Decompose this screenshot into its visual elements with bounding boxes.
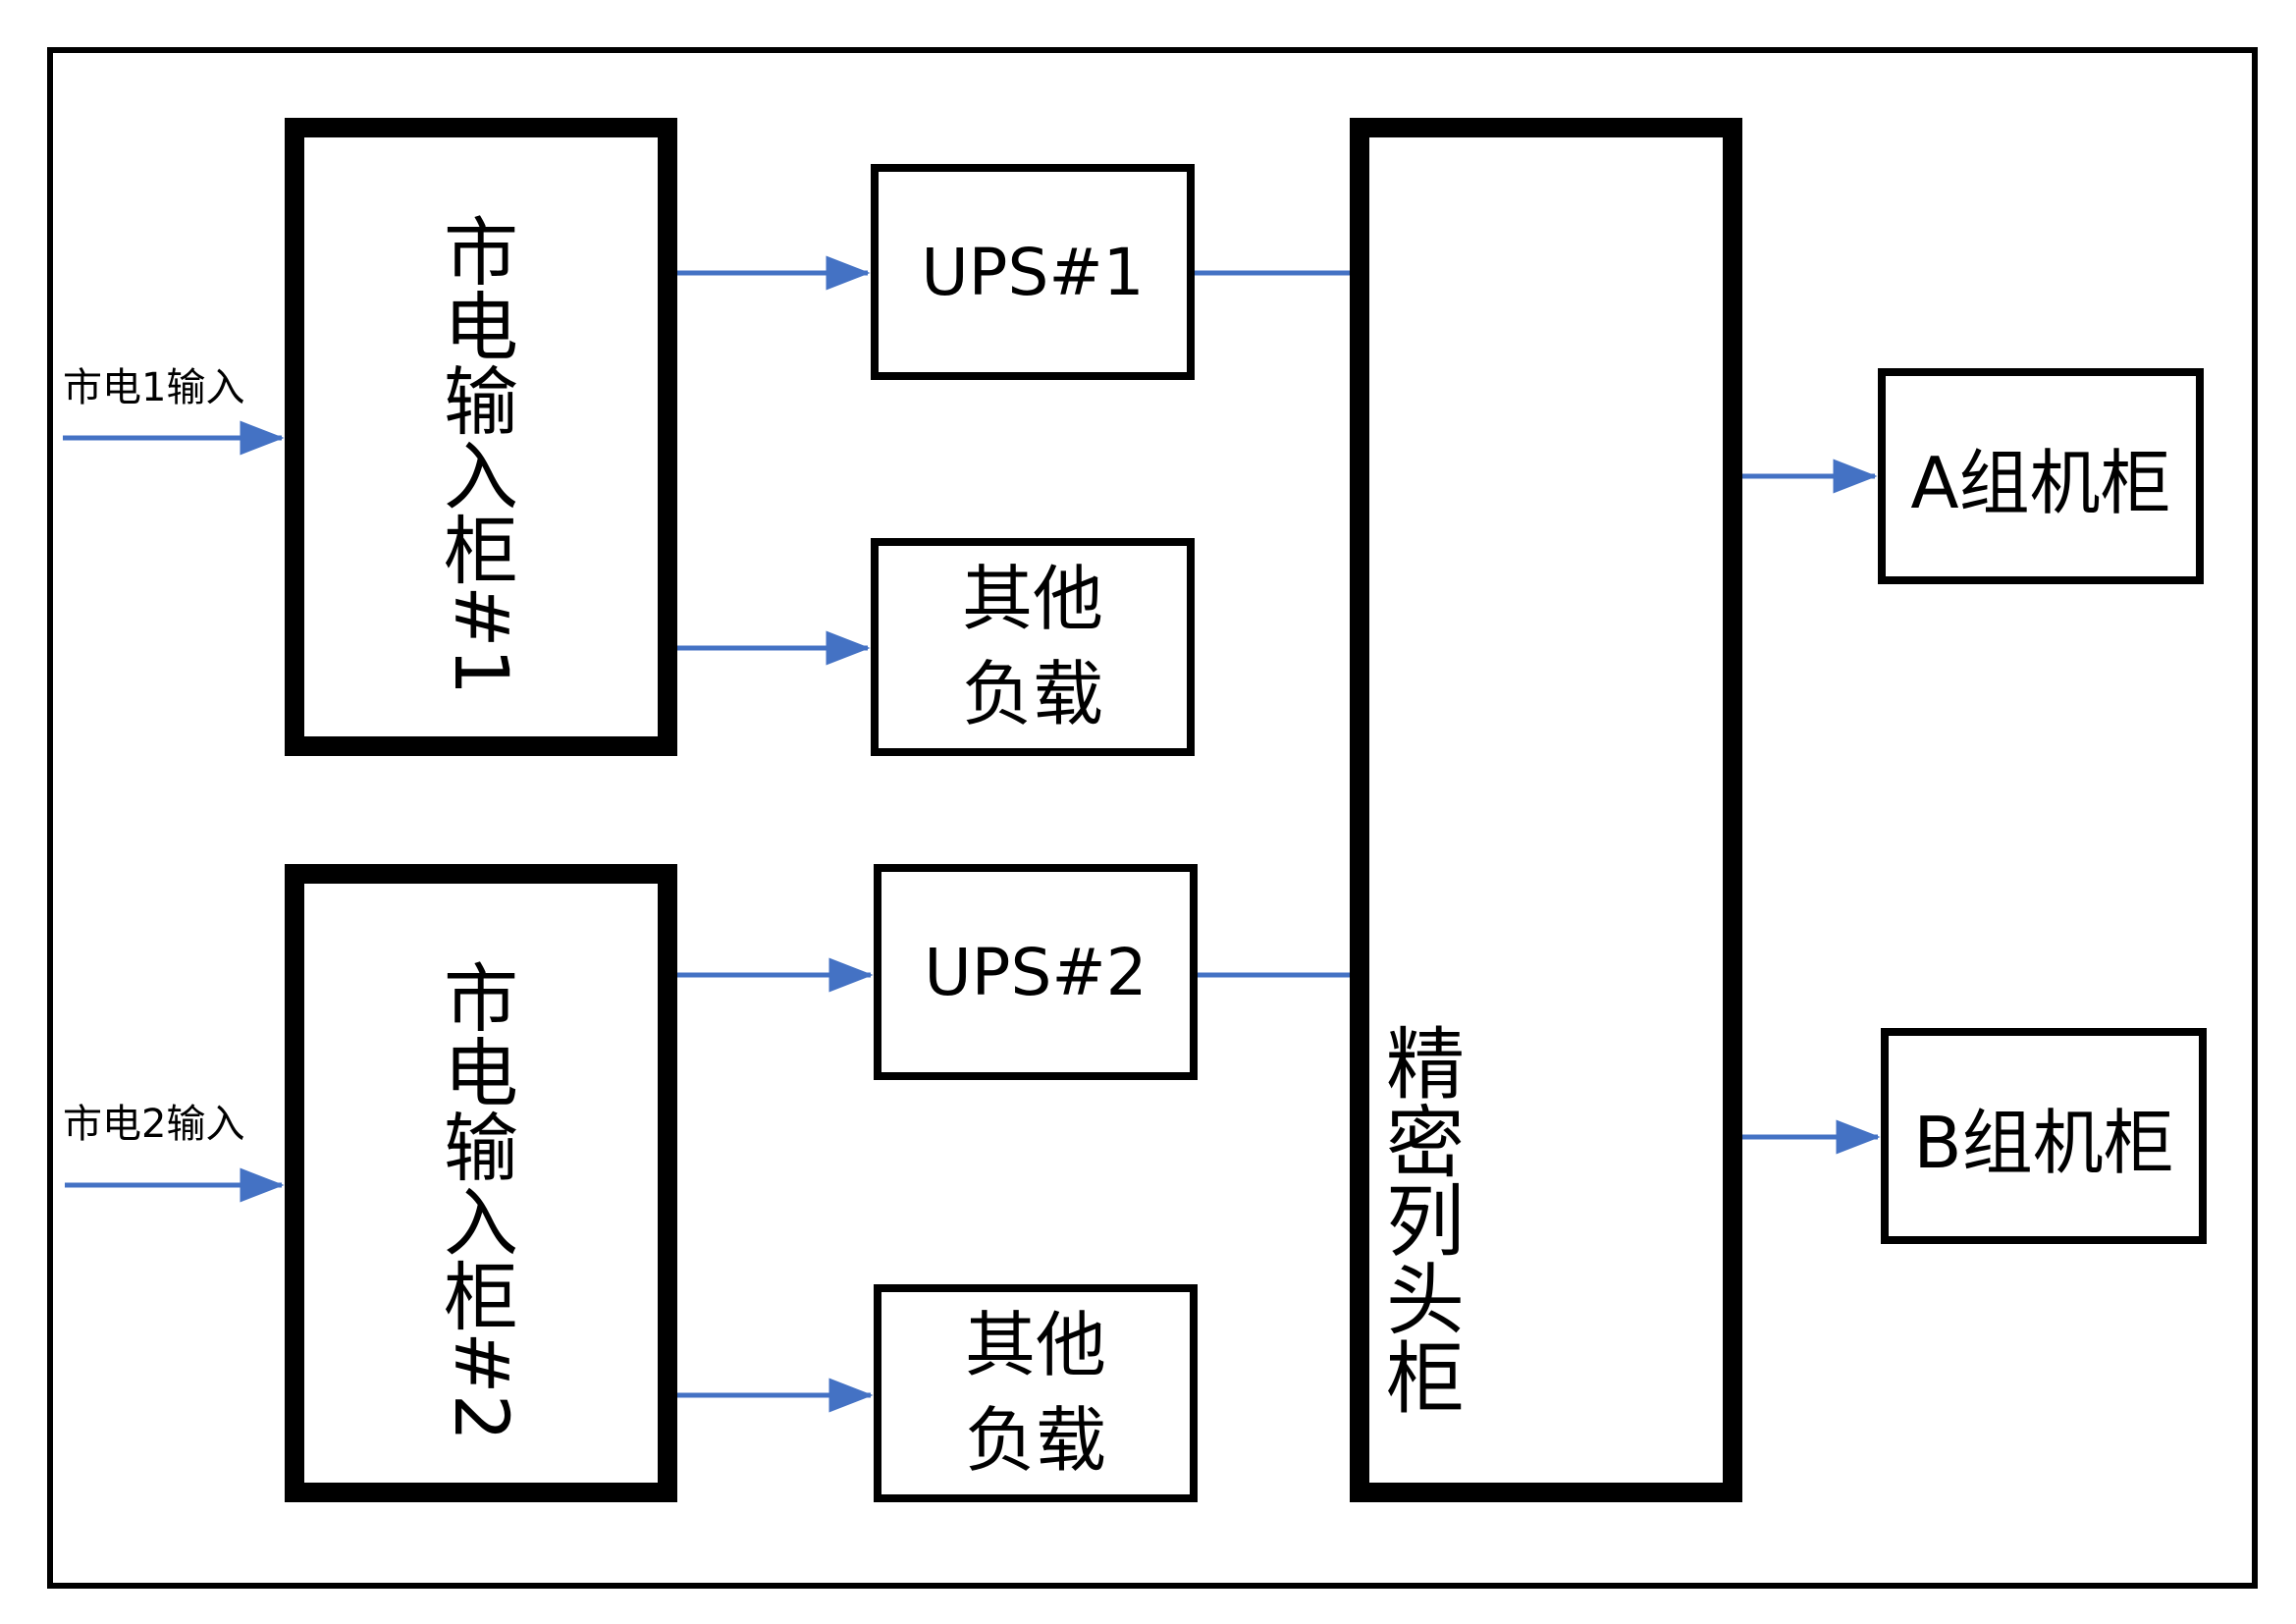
group-a-cabinet-box: A组机柜 — [1878, 368, 2204, 584]
cabinet-1-char: 电 — [444, 284, 518, 371]
ups-2-label: UPS#2 — [924, 934, 1148, 1010]
cabinet-1-char: 入 — [444, 433, 518, 520]
other-load-1-label: 其他 负载 — [879, 546, 1187, 748]
cabinet-1-char: 输 — [444, 358, 518, 446]
other-load-2-label: 其他 负载 — [881, 1292, 1190, 1494]
group-b-cabinet-box: B组机柜 — [1881, 1028, 2207, 1244]
cabinet-2-char: 市 — [444, 955, 518, 1043]
other-load-1-line: 负载 — [961, 653, 1103, 735]
ups-1-box: UPS#1 — [871, 164, 1195, 380]
mains-input-cabinet-2: 市 电 输 入 柜 #2 — [285, 864, 677, 1502]
cabinet-1-number: #1 — [437, 584, 525, 696]
group-a-cabinet-label: A组机柜 — [1910, 441, 2171, 524]
cabinet-1-char: 柜 — [444, 508, 518, 595]
other-load-2-line: 负载 — [964, 1399, 1106, 1482]
ups-1-label: UPS#1 — [921, 234, 1145, 310]
other-load-2-box: 其他 负载 — [874, 1284, 1198, 1502]
cabinet-2-char: 入 — [444, 1179, 518, 1267]
cabinet-2-number: #2 — [437, 1330, 525, 1442]
cabinet-2-char: 输 — [444, 1105, 518, 1192]
precision-cabinet-char: 精 — [1386, 1019, 1465, 1110]
other-load-2-line: 其他 — [964, 1303, 1106, 1386]
cabinet-2-char: 电 — [444, 1030, 518, 1117]
cabinet-2-char: 柜 — [444, 1254, 518, 1341]
cabinet-1-char: 市 — [444, 209, 518, 297]
other-load-1-box: 其他 负载 — [871, 538, 1195, 756]
group-b-cabinet-label: B组机柜 — [1913, 1101, 2174, 1184]
other-load-1-line: 其他 — [961, 557, 1103, 640]
precision-column-head-cabinet: 精 密 列 头 柜 — [1350, 118, 1742, 1502]
precision-cabinet-char: 头 — [1386, 1255, 1465, 1346]
precision-cabinet-char: 列 — [1386, 1176, 1465, 1268]
mains-1-input-label: 市电1输入 — [63, 365, 245, 410]
precision-cabinet-label: 精 密 列 头 柜 — [1381, 1026, 1469, 1419]
ups-2-box: UPS#2 — [874, 864, 1198, 1080]
mains-2-input-label: 市电2输入 — [63, 1102, 245, 1147]
precision-cabinet-char: 柜 — [1386, 1333, 1465, 1425]
mains-input-cabinet-1: 市 电 输 入 柜 #1 — [285, 118, 677, 756]
precision-cabinet-char: 密 — [1386, 1098, 1465, 1189]
mains-input-cabinet-1-label: 市 电 输 入 柜 #1 — [304, 209, 658, 696]
diagram-border — [47, 47, 2258, 1589]
mains-input-cabinet-2-label: 市 电 输 入 柜 #2 — [304, 955, 658, 1442]
